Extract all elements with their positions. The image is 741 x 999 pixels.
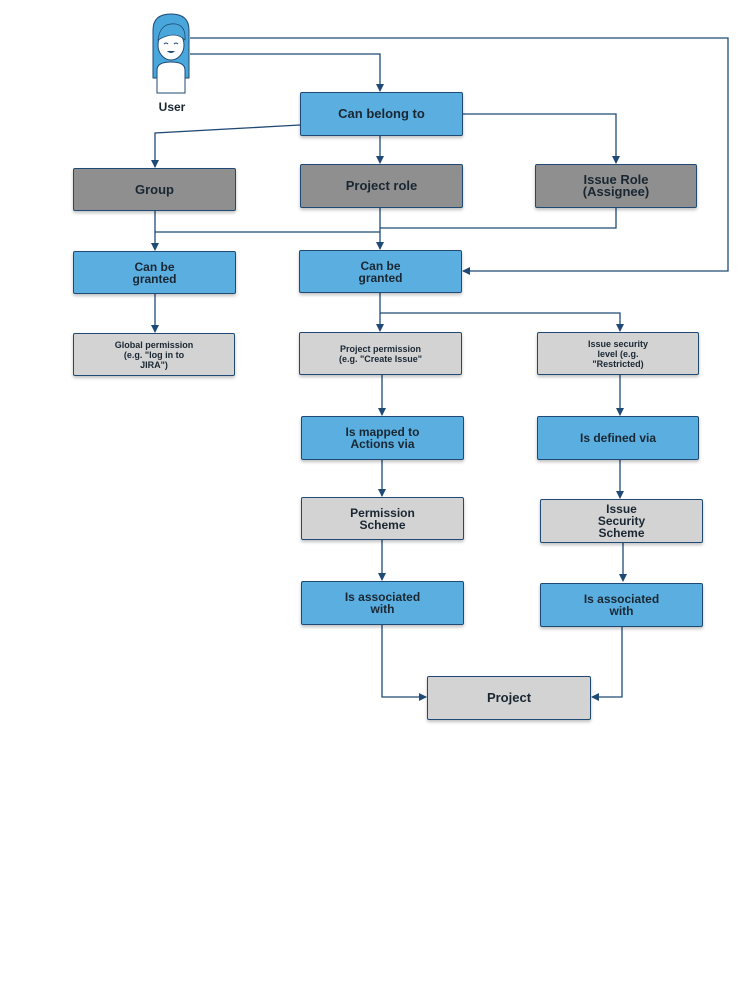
connector-user-to-can-be-granted — [190, 37, 729, 275]
group-box[interactable]: Group — [73, 168, 236, 211]
is-mapped-to-box[interactable]: Is mapped to Actions via — [301, 416, 464, 460]
is-associated-with-left-box[interactable]: Is associated with — [301, 581, 464, 625]
can-be-granted-left-box[interactable]: Can be granted — [73, 251, 236, 294]
connector-right-to-project — [591, 627, 623, 701]
project-box[interactable]: Project — [427, 676, 591, 720]
issue-security-level-box[interactable]: Issue security level (e.g. "Restricted) — [537, 332, 699, 375]
user-label: User — [158, 100, 186, 114]
connector-to-issue-security-level — [380, 312, 624, 332]
connector-to-issue-role — [463, 113, 620, 164]
project-role-box[interactable]: Project role — [300, 164, 463, 208]
is-defined-via-box[interactable]: Is defined via — [537, 416, 699, 460]
connector-left-to-project — [381, 625, 427, 701]
issue-role-box[interactable]: Issue Role (Assignee) — [535, 164, 697, 208]
issue-security-scheme-box[interactable]: Issue Security Scheme — [540, 499, 703, 543]
connector-user-to-can-belong — [190, 53, 384, 92]
is-associated-with-right-box[interactable]: Is associated with — [540, 583, 703, 627]
project-permission-box[interactable]: Project permission (e.g. "Create Issue" — [299, 332, 462, 375]
connector-to-group — [151, 124, 301, 168]
can-belong-to-box[interactable]: Can belong to — [300, 92, 463, 136]
can-be-granted-center-box[interactable]: Can be granted — [299, 250, 462, 293]
global-permission-box[interactable]: Global permission (e.g. "log in to JIRA"… — [73, 333, 235, 376]
permission-scheme-box[interactable]: Permission Scheme — [301, 497, 464, 540]
connector-issue-role-to-granted — [380, 208, 617, 229]
user-avatar-icon — [152, 13, 190, 94]
